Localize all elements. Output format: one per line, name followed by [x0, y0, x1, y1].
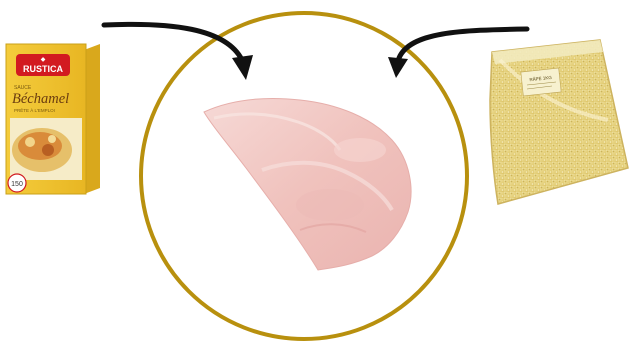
- carton-brand-name: RUSTICA: [23, 64, 63, 74]
- carton-product-name: Béchamel: [12, 91, 69, 107]
- ham-slice-icon: [204, 99, 411, 271]
- grated-cheese-bag-icon: RÂPÉ 1KG: [490, 40, 628, 204]
- carton-brand-top: ◆: [41, 56, 46, 63]
- carton-subtitle: PRÊTE À L'EMPLOI: [14, 106, 55, 113]
- carton-badge-text: 150: [11, 181, 23, 188]
- bechamel-carton-icon: ◆ RUSTICA SAUCE Béchamel PRÊTE À L'EMPLO…: [6, 44, 100, 194]
